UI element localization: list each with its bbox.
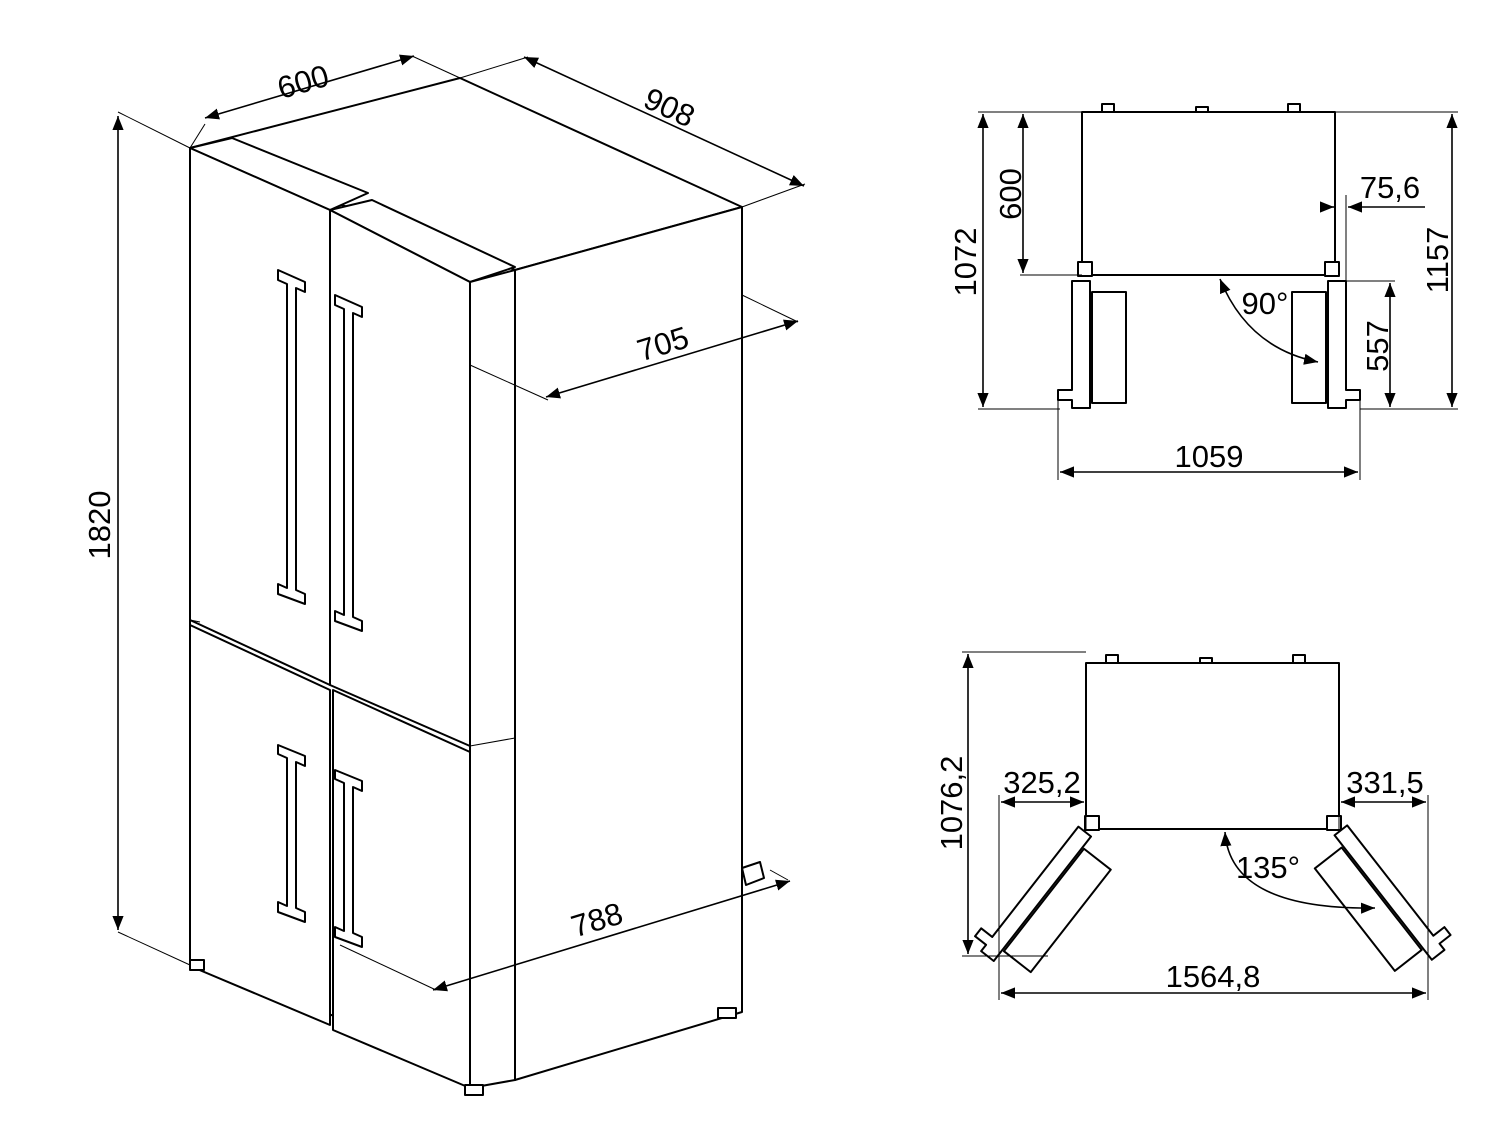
door-angle-label: 135° xyxy=(1236,850,1300,885)
foot xyxy=(717,1007,737,1019)
rear-bump xyxy=(1105,654,1119,664)
width-open-label: 1059 xyxy=(1175,439,1244,474)
handle-right-lower xyxy=(334,769,363,948)
left-upper-door xyxy=(189,147,331,686)
left-hinge xyxy=(1084,815,1100,831)
height-label: 1820 xyxy=(82,491,117,560)
left-hinge xyxy=(1077,261,1093,277)
water-connector xyxy=(741,861,765,886)
right-protrusion-label: 331,5 xyxy=(1346,765,1424,800)
door-angle-label: 90° xyxy=(1242,286,1289,321)
width-label: 600 xyxy=(273,58,332,106)
right-hinge xyxy=(1324,261,1340,277)
door-gap-line xyxy=(469,737,516,747)
rear-bump xyxy=(1101,103,1115,113)
perspective-view: 1820 600 908 705 788 xyxy=(82,54,806,1096)
cabinet-plan xyxy=(1081,111,1336,276)
foot xyxy=(464,1084,484,1096)
door-gap-line xyxy=(189,619,201,623)
rear-bump xyxy=(1199,657,1213,664)
handle-left-lower xyxy=(277,744,306,923)
handle-right-upper xyxy=(334,294,363,632)
rear-bump xyxy=(1292,654,1306,664)
left-lower-door xyxy=(189,624,331,1026)
cabinet-side xyxy=(514,206,743,1081)
rear-bump xyxy=(1287,103,1301,113)
depth-cabinet-label: 600 xyxy=(993,168,1028,220)
rear-bump xyxy=(1195,106,1209,113)
right-door-bin xyxy=(1291,291,1327,404)
right-door-side-edge xyxy=(469,269,516,1089)
left-protrusion-label: 325,2 xyxy=(1003,765,1081,800)
right-hinge xyxy=(1326,815,1342,831)
right-door-open xyxy=(1313,824,1452,972)
depth-total-label: 908 xyxy=(639,81,701,135)
door-depth-label: 557 xyxy=(1360,320,1395,372)
left-door-open xyxy=(1057,280,1091,409)
left-door-bin xyxy=(1091,291,1127,404)
depth-total-label: 1076,2 xyxy=(934,756,969,851)
hinge-offset-label: 75,6 xyxy=(1360,170,1420,205)
right-door-open xyxy=(1327,280,1361,409)
cabinet-plan xyxy=(1085,662,1340,830)
depth-total-label: 1072 xyxy=(948,228,983,297)
width-open-label: 1564,8 xyxy=(1166,959,1261,994)
foot xyxy=(189,959,205,971)
handle-left-upper xyxy=(277,269,306,605)
left-door-open xyxy=(974,825,1112,974)
top-view-135-degrees: 1076,2 325,2 331,5 135° 1564,8 xyxy=(934,651,1452,1000)
top-view-90-degrees: 1072 600 75,6 90° 557 1157 1059 xyxy=(948,103,1458,480)
total-depth-open-label: 1157 xyxy=(1420,227,1455,294)
